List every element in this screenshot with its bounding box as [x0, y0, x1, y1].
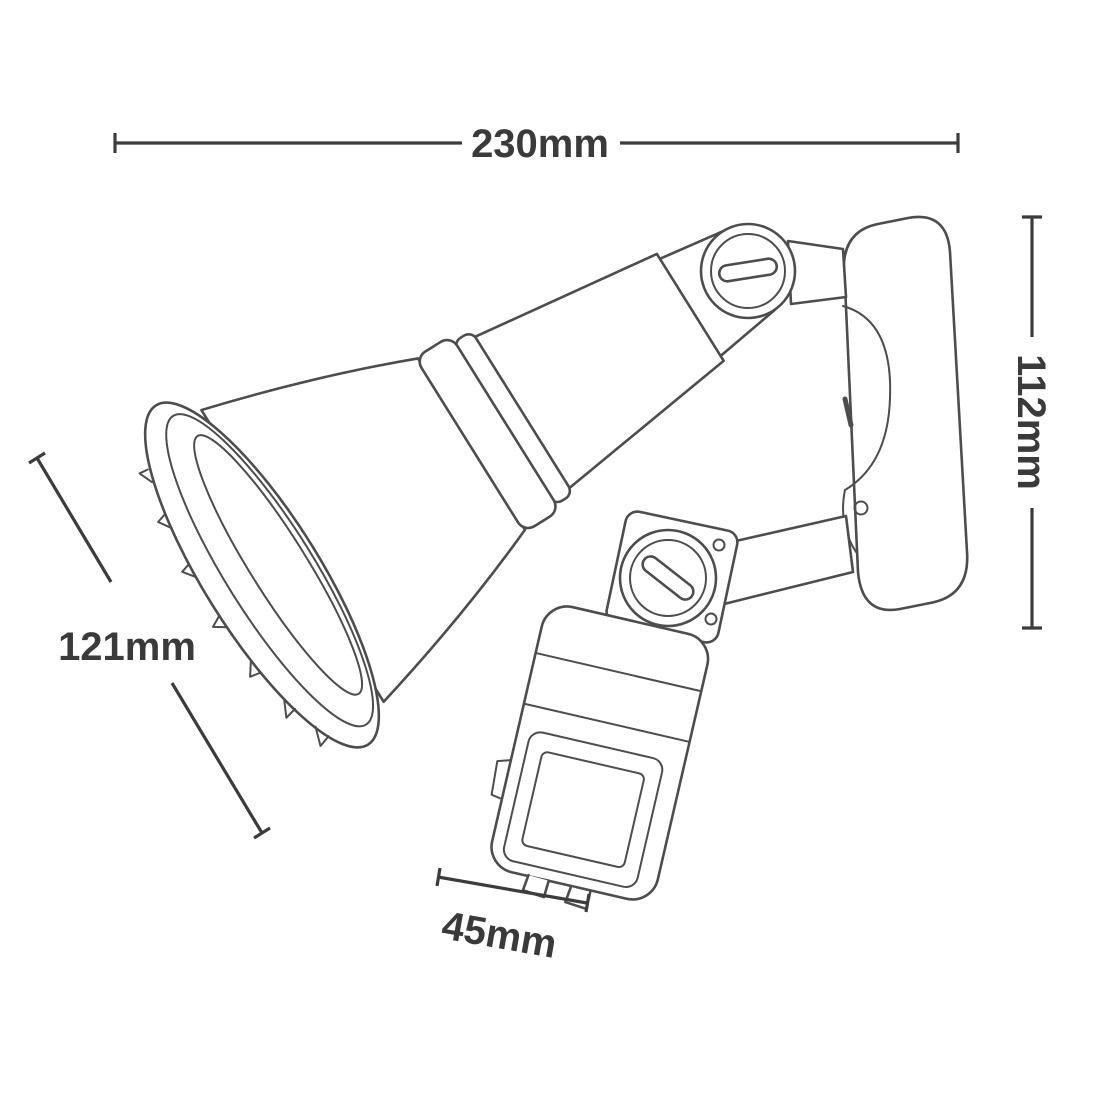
- lamp-rim-outer: [143, 401, 381, 749]
- lower-pivot-inner-circle: [629, 539, 707, 617]
- sensor-dim-tick-left: [435, 867, 442, 887]
- diameter-dimension-label: 121mm: [58, 625, 196, 669]
- height-dimension-label: 112mm: [1009, 354, 1053, 490]
- lamp-face-ring: [193, 434, 364, 696]
- diameter-dim-tick-lower: [253, 826, 271, 840]
- sensor-seam-lower: [523, 702, 690, 743]
- upper-arm-shape: [786, 239, 848, 306]
- plate-screw-hole: [853, 500, 869, 516]
- sensor-housing: [490, 605, 710, 901]
- bracket-screw-top: [712, 538, 726, 552]
- sensor-dim-line: [437, 875, 588, 905]
- lower-pivot-screw-slot: [641, 555, 695, 601]
- bracket-screw-bottom: [704, 612, 718, 626]
- plate-slot-mark: [842, 396, 854, 428]
- mounting-plate-outline: [842, 215, 969, 612]
- lamp-flange-front: [418, 338, 557, 530]
- sensor-side-notch: [490, 759, 512, 801]
- sensor-lens-window: [521, 751, 645, 869]
- upper-arm-yoke: [786, 239, 848, 306]
- mounting-plate: [842, 215, 969, 612]
- dimension-lamp-diameter: 121mm: [28, 451, 271, 840]
- width-dimension-label: 230mm: [471, 122, 609, 166]
- sensor-width-dimension-label: 45mm: [439, 903, 561, 966]
- rim-serrations: [138, 468, 330, 747]
- sensor-face-frame: [502, 731, 664, 889]
- dimension-height: 112mm: [1009, 215, 1053, 630]
- lower-pivot-joint: [618, 528, 718, 628]
- dimension-width: 230mm: [113, 122, 960, 166]
- sensor-dim-tick-right: [584, 893, 591, 913]
- upper-pivot-inner-circle: [710, 233, 786, 309]
- upper-pivot-joint: [699, 222, 797, 320]
- lamp-rim-inner: [165, 413, 375, 728]
- upper-pivot-screw-slot: [717, 257, 779, 283]
- lamp-cone: [200, 357, 527, 704]
- upper-floodlight-head: [138, 229, 776, 749]
- sensor-seam-upper: [535, 652, 702, 692]
- diameter-dim-tick-upper: [28, 451, 46, 465]
- diameter-dim-line-upper: [35, 457, 113, 583]
- diameter-dim-line-lower: [170, 682, 264, 834]
- motion-sensor: [490, 605, 710, 911]
- mounting-plate-recess-curve: [842, 305, 892, 491]
